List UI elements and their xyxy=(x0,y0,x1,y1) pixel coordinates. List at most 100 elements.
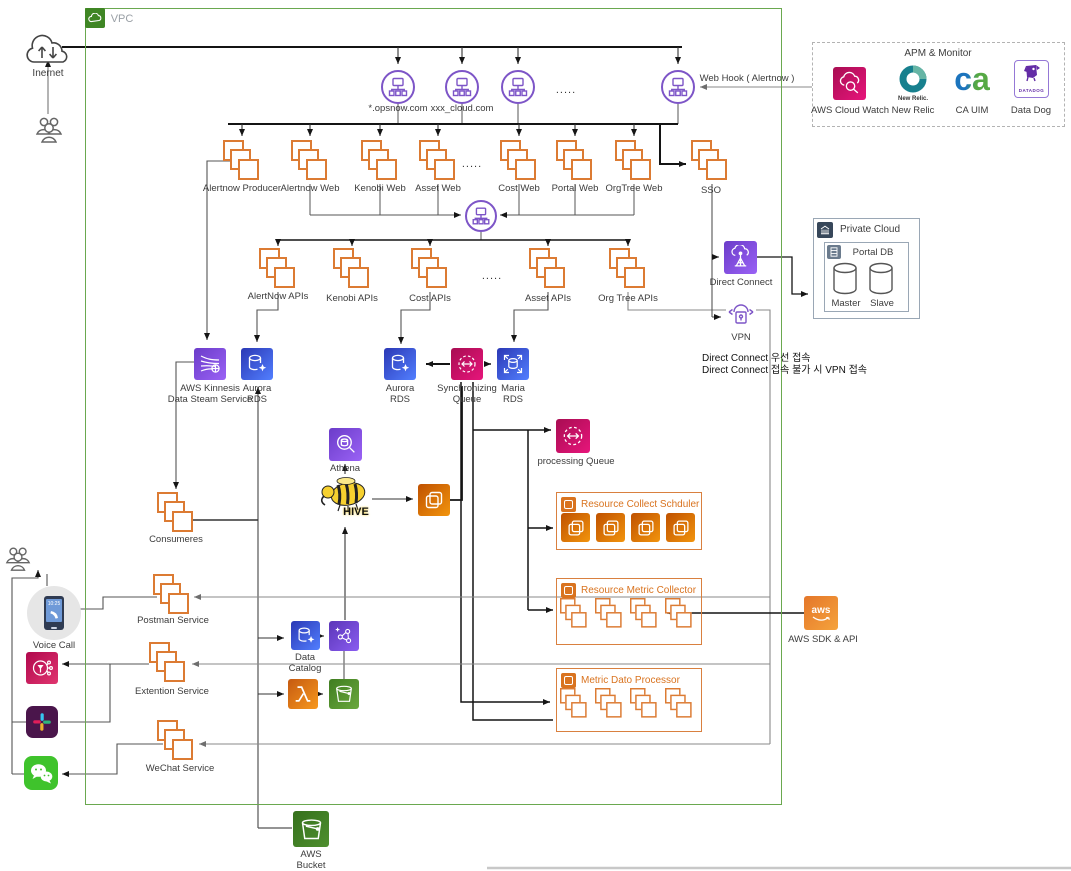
newrelic-label: New Relic xyxy=(891,105,935,116)
processing-queue-icon xyxy=(556,419,590,453)
load-balancer-icon xyxy=(501,70,535,104)
wechat-service-icon xyxy=(157,720,195,762)
cloudwatch-label: AWS Cloud Watch xyxy=(811,105,889,116)
wechat-service-label: WeChat Service xyxy=(145,763,215,774)
processing-queue-label: processing Queue xyxy=(537,456,615,467)
glue-molecule-icon xyxy=(329,621,359,651)
resource-metric-collector-box xyxy=(556,578,702,645)
synchronizing-queue-icon xyxy=(451,348,483,380)
vpc-boundary xyxy=(85,8,782,805)
kenobi-apis-label: Kenobi APIs xyxy=(326,293,378,304)
aurora-rds-2-icon xyxy=(384,348,416,380)
connect-note-1: Direct Connect 우선 접속 xyxy=(702,353,811,364)
hive-icon: HIVE xyxy=(316,474,374,524)
alertnow-web-icon xyxy=(291,140,329,182)
cloudwatch-icon xyxy=(833,67,866,100)
orgtree-web-icon xyxy=(615,140,653,182)
orgtree-apis-icon xyxy=(609,248,647,290)
orgtree-apis-label: Org Tree APIs xyxy=(598,293,658,304)
aurora-rds-1-icon xyxy=(241,348,273,380)
alertnow-producer-label: Alertnow Producer xyxy=(202,183,282,194)
users-top-icon xyxy=(34,114,64,151)
private-cloud-title: Private Cloud xyxy=(839,224,901,235)
asset-apis-icon xyxy=(529,248,567,290)
direct-connect-icon xyxy=(724,241,757,274)
resource-collect-scheduler-box-icon xyxy=(561,497,576,512)
compute-icon xyxy=(418,484,450,516)
ellipsis: ..... xyxy=(461,158,483,170)
alertnow-apis-label: AlertNow APIs xyxy=(247,291,309,302)
scheduler-instance-icon xyxy=(666,513,695,542)
vpc-icon xyxy=(85,8,105,28)
private-cloud-box xyxy=(813,218,920,319)
connect-note-2: Direct Connect 접속 불가 시 VPN 접속 xyxy=(702,365,867,376)
extention-service-label: Extention Service xyxy=(135,686,209,697)
maria-rds-icon xyxy=(497,348,529,380)
alertnow-web-label: Alertnow Web xyxy=(280,183,340,194)
postman-service-label: Postman Service xyxy=(137,615,209,626)
data-catalog-icon xyxy=(291,621,320,650)
sso-icon xyxy=(691,140,729,182)
load-balancer-icon xyxy=(445,70,479,104)
portal-web-icon xyxy=(556,140,594,182)
webhook-load-balancer-icon xyxy=(661,70,695,104)
phone-time: 10:25 xyxy=(47,601,61,607)
alertnow-apis-icon xyxy=(259,248,297,290)
portal-db-box xyxy=(824,242,909,312)
apm-monitor-box xyxy=(812,42,1065,127)
cost-apis-label: Cost APIs xyxy=(409,293,451,304)
direct-connect-label: Direct Connect xyxy=(709,277,773,288)
master-db-cylinder xyxy=(831,262,859,301)
voice-call-label: Voice Call xyxy=(32,640,76,651)
ellipsis: ..... xyxy=(481,270,503,282)
svg-text:aws: aws xyxy=(812,605,831,616)
collector-instance-icon xyxy=(630,598,658,629)
orgtree-web-label: OrgTree Web xyxy=(605,183,663,194)
cost-web-icon xyxy=(500,140,538,182)
lambda-icon xyxy=(288,679,318,709)
voice-call-icon: 10:25 xyxy=(27,586,81,640)
asset-web-label: Asset Web xyxy=(415,183,461,194)
processor-instance-icon xyxy=(560,688,588,719)
cost-web-label: Cost Web xyxy=(498,183,540,194)
asset-apis-label: Asset APIs xyxy=(525,293,571,304)
athena-icon xyxy=(329,428,362,461)
cost-apis-icon xyxy=(411,248,449,290)
internet-label: Inernet xyxy=(32,68,64,79)
domain2-label: xxx_cloud.com xyxy=(430,103,494,114)
slack-icon xyxy=(26,706,58,738)
resource-metric-collector-box-icon xyxy=(561,583,576,598)
vpc-label: VPC xyxy=(110,13,134,25)
users-bottom-icon xyxy=(4,544,32,579)
webhook-label: Web Hook ( Alertnow ) xyxy=(699,73,795,84)
private-cloud-icon xyxy=(817,222,833,238)
resource-metric-collector-title: Resource Metric Collector xyxy=(581,585,697,596)
collector-instance-icon xyxy=(665,598,693,629)
collector-instance-icon xyxy=(595,598,623,629)
sso-label: SSO xyxy=(700,185,722,196)
newrelic-logo-text: New Relic. xyxy=(897,96,929,102)
vpn-icon xyxy=(726,300,756,330)
s3-bucket-icon xyxy=(329,679,359,709)
postman-service-icon xyxy=(153,574,191,616)
kinesis-icon xyxy=(194,348,226,380)
domain1-label: *.opsnow.com xyxy=(368,103,428,114)
kenobi-apis-icon xyxy=(333,248,371,290)
datadog-icon: DATADOG xyxy=(1014,60,1049,98)
vpn-label: VPN xyxy=(731,332,751,343)
portal-db-icon xyxy=(827,245,841,259)
consumers-icon xyxy=(157,492,195,534)
hive-logo-text: HIVE xyxy=(343,506,369,518)
pinpoint-icon xyxy=(26,652,58,684)
slave-db-cylinder xyxy=(867,262,895,301)
ca-uim-icon: ca xyxy=(954,61,990,97)
asset-web-icon xyxy=(419,140,457,182)
scheduler-instance-icon xyxy=(561,513,590,542)
aws-sdk-icon: aws xyxy=(804,596,838,630)
scheduler-instance-icon xyxy=(631,513,660,542)
